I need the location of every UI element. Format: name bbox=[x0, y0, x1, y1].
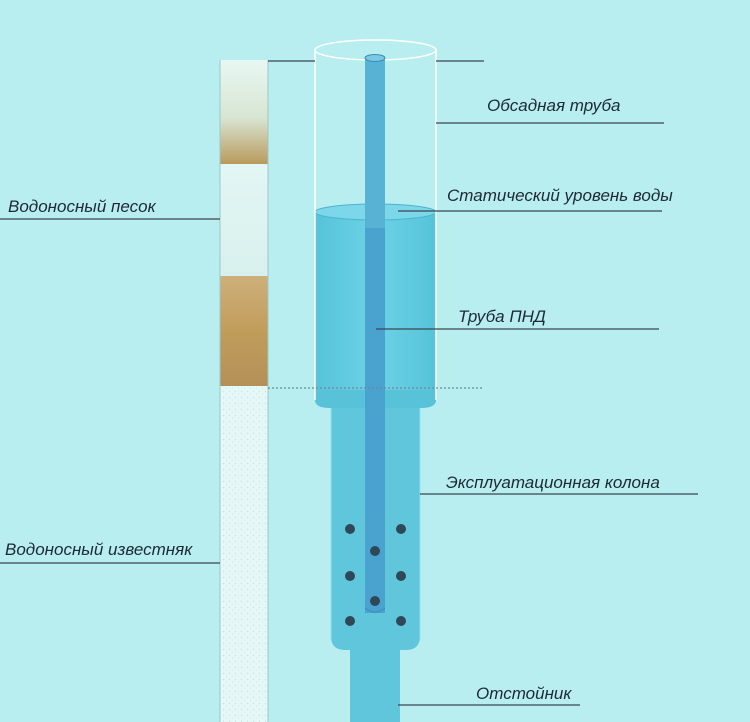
perforation-holes bbox=[345, 524, 406, 626]
perforation-hole bbox=[396, 524, 406, 534]
label-aquifer-sand: Водоносный песок bbox=[8, 197, 156, 216]
soil-column bbox=[219, 60, 269, 722]
leader-lines bbox=[0, 60, 698, 706]
perforation-hole bbox=[370, 546, 380, 556]
perforation-hole bbox=[345, 571, 355, 581]
label-sump: Отстойник bbox=[476, 684, 572, 703]
perforation-hole bbox=[345, 524, 355, 534]
perforation-hole bbox=[370, 596, 380, 606]
label-static-water-level: Статический уровень воды bbox=[447, 186, 673, 205]
aquifer-sand-layer bbox=[220, 276, 268, 386]
perforation-hole bbox=[396, 616, 406, 626]
sump-pipe bbox=[350, 645, 400, 722]
label-aquifer-limestone: Водоносный известняк bbox=[5, 540, 193, 559]
label-production-string: Эксплуатационная колона bbox=[446, 473, 660, 492]
label-casing-pipe: Обсадная труба bbox=[487, 96, 621, 115]
label-hdpe-pipe: Труба ПНД bbox=[458, 307, 546, 326]
soil-layer-light bbox=[220, 164, 268, 276]
aquifer-limestone-layer bbox=[220, 386, 268, 722]
perforation-hole bbox=[345, 616, 355, 626]
hdpe-pipe bbox=[364, 54, 386, 613]
soil-layer-top bbox=[220, 60, 268, 164]
perforation-hole bbox=[396, 571, 406, 581]
